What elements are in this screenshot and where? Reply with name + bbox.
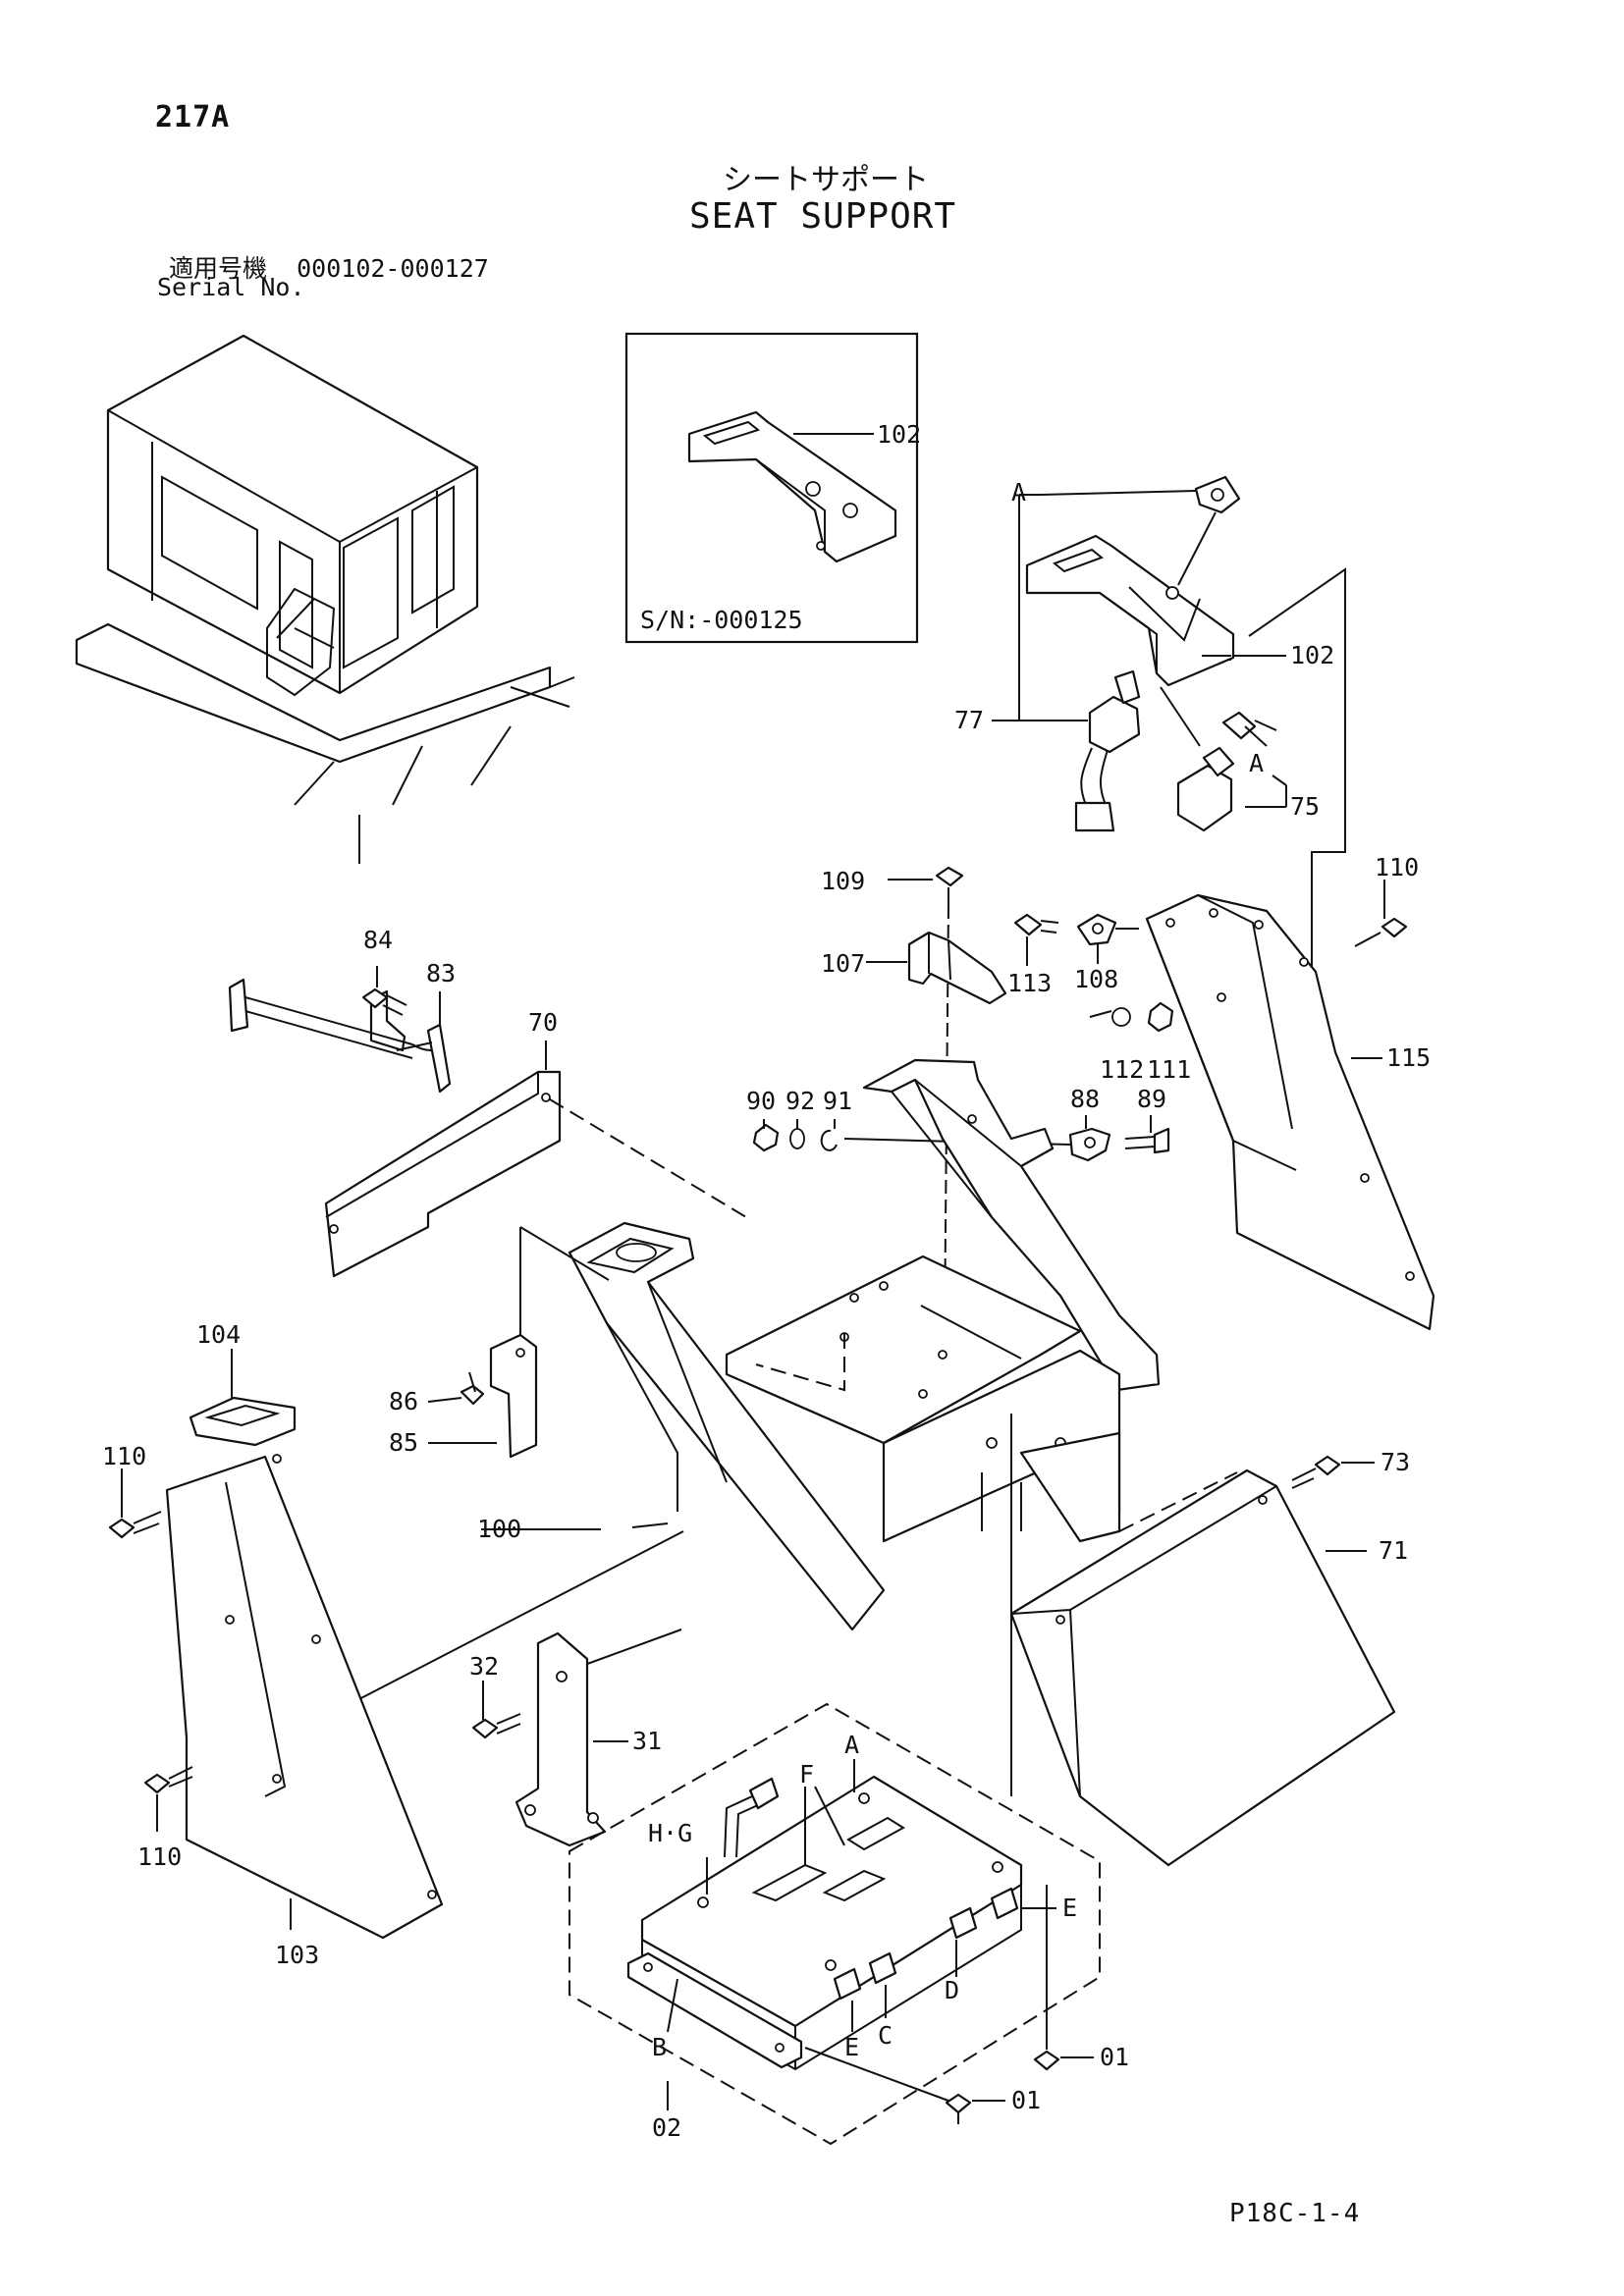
machine-overview — [75, 334, 575, 864]
callout-31: 31 — [632, 1727, 662, 1755]
footer-code: P18C-1-4 — [1229, 2199, 1361, 2228]
callout-103: 103 — [275, 1941, 319, 1969]
callout-A-key: A — [1249, 749, 1264, 777]
callout-F: F — [799, 1760, 814, 1789]
callout-02: 02 — [652, 2113, 681, 2142]
lever-rod-assembly: 84 83 70 — [228, 926, 747, 1278]
callout-84: 84 — [363, 926, 393, 954]
callout-111: 111 — [1147, 1055, 1191, 1084]
callout-104: 104 — [196, 1320, 241, 1349]
callout-110-left: 110 — [102, 1442, 146, 1470]
callout-75: 75 — [1290, 792, 1320, 821]
callout-73: 73 — [1380, 1448, 1410, 1476]
callout-115: 115 — [1386, 1043, 1431, 1072]
callout-102: 102 — [1290, 641, 1334, 669]
serial-label-en: Serial No. — [157, 273, 305, 301]
callout-108: 108 — [1074, 965, 1118, 993]
small-hardware-top: 109 107 113 108 112 111 — [821, 866, 1191, 1336]
callout-109: 109 — [821, 867, 865, 895]
callout-107: 107 — [821, 949, 865, 978]
callout-113: 113 — [1007, 969, 1052, 997]
bracket-85: 86 85 — [389, 1333, 538, 1459]
callout-88: 88 — [1070, 1085, 1100, 1113]
callout-D: D — [945, 1976, 959, 2004]
bracket-31: 32 31 — [469, 1631, 662, 1847]
cover-71: 73 71 — [1009, 1448, 1410, 1867]
callout-71: 71 — [1379, 1536, 1408, 1565]
serial-range-line: 適用号機 000102-000127 — [169, 249, 489, 285]
switch-bracket-assembly: A 102 77 A 75 — [954, 475, 1346, 982]
callout-HG: H·G — [648, 1819, 692, 1847]
title-japanese: シートサポート — [723, 163, 929, 197]
callout-102-inset: 102 — [877, 420, 921, 449]
callout-86: 86 — [389, 1387, 418, 1415]
serial-label-jp: 適用号機 — [169, 254, 268, 283]
callout-70: 70 — [528, 1008, 558, 1037]
title-english: SEAT SUPPORT — [689, 196, 957, 237]
callout-A-top: A — [1011, 478, 1026, 507]
callout-110-bottom: 110 — [137, 1842, 182, 1871]
side-cover-103: 104 110 110 103 — [102, 1320, 444, 1969]
callout-83: 83 — [426, 959, 456, 988]
callout-01-bottom: 01 — [1011, 2086, 1041, 2114]
callout-89: 89 — [1137, 1085, 1166, 1113]
callout-E-right: E — [1062, 1894, 1077, 1922]
callout-E-bottom: E — [844, 2033, 859, 2061]
callout-C: C — [878, 2021, 893, 2050]
callout-92: 92 — [785, 1087, 815, 1115]
callout-100: 100 — [477, 1515, 521, 1543]
callout-A-controller: A — [844, 1731, 859, 1759]
callout-90: 90 — [746, 1087, 776, 1115]
callout-32: 32 — [469, 1652, 499, 1681]
callout-110-top: 110 — [1375, 853, 1419, 881]
seat-support-frame-100: 100 — [352, 1058, 1238, 1796]
callout-91: 91 — [823, 1087, 852, 1115]
callout-112: 112 — [1100, 1055, 1144, 1084]
page-number: 217A — [155, 100, 231, 134]
callout-01-right: 01 — [1100, 2043, 1129, 2071]
callout-85: 85 — [389, 1428, 418, 1457]
inset-serial-note: S/N:-000125 — [640, 606, 803, 634]
serial-range: 000102-000127 — [297, 254, 489, 283]
controller-unit-02: F H·G A E D C E B 02 01 01 — [568, 1702, 1129, 2146]
callout-B: B — [652, 2033, 667, 2061]
callout-77: 77 — [954, 706, 984, 734]
side-cover-115: 110 115 — [1145, 853, 1435, 1331]
inset-box: 102 S/N:-000125 — [624, 332, 921, 644]
